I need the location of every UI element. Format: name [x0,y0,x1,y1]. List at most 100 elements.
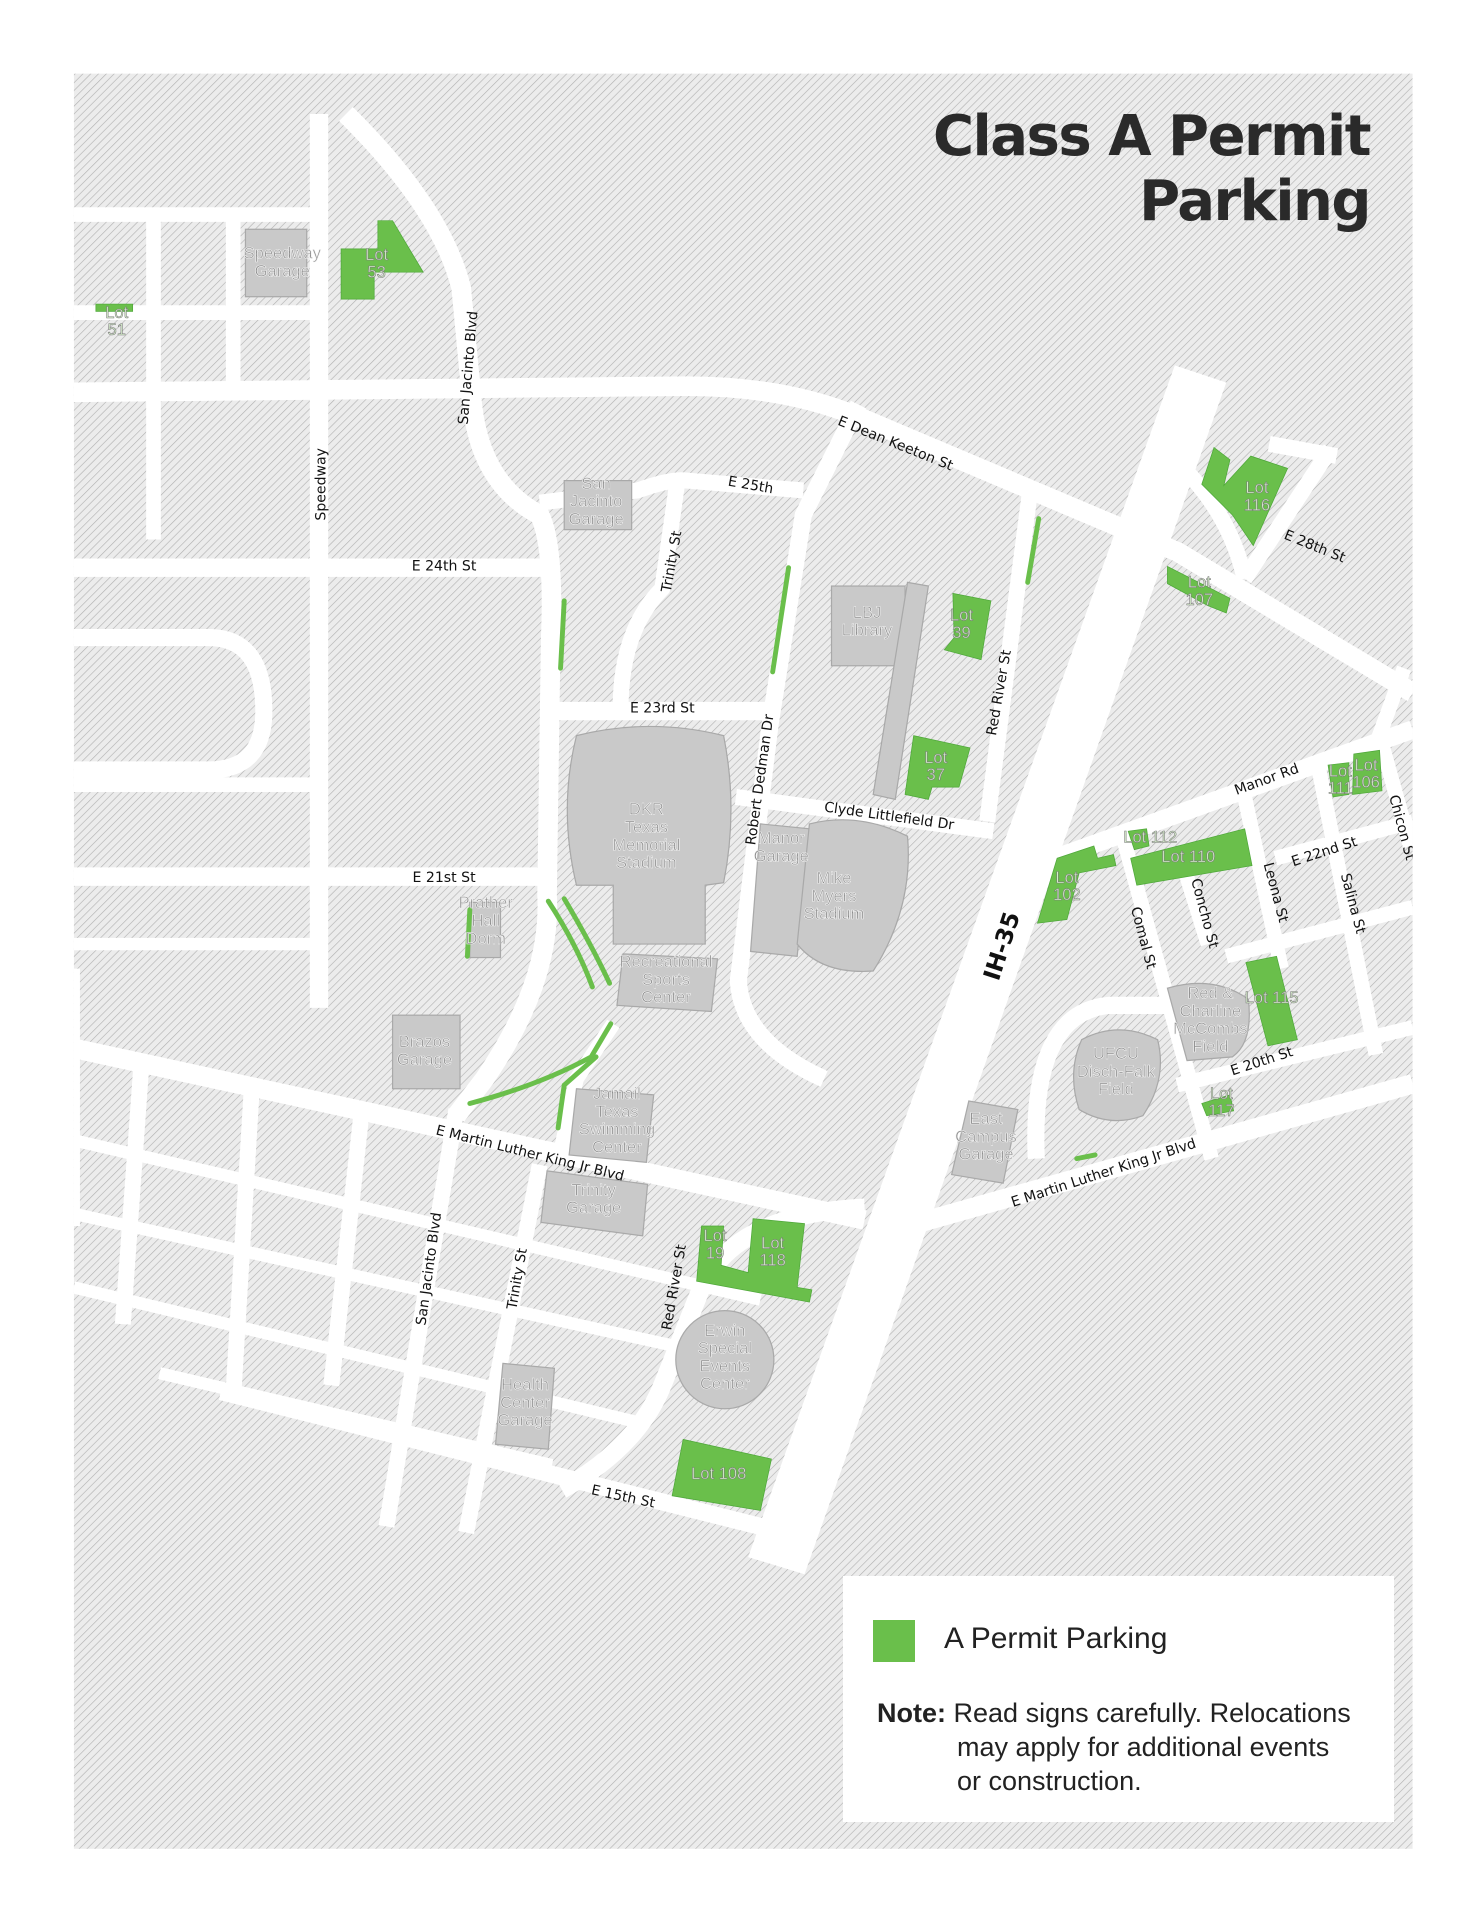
building-label-line: Garage [568,510,623,529]
building-label-line: Jacinto [570,492,622,511]
building-label-line: Disch-Falk [1077,1062,1156,1081]
permit-curb-parking [467,1021,614,1106]
building-label-line: Library [842,621,893,640]
building-shape [563,479,633,531]
building-label-line: Jamail [593,1085,641,1104]
lot-label-line: Lot [1055,868,1078,887]
legend-label: A Permit Parking [944,1622,1168,1655]
permit-lot-area [1167,565,1231,614]
road-segment [73,937,313,1227]
street-label: Speedway [313,448,329,521]
building-label-line: Center [500,1393,550,1412]
building-label-line: Field [1098,1080,1134,1099]
building-label-line: East [969,1109,1003,1128]
lot-label-line: 106 [1352,773,1380,792]
building-label-line: Garage [255,262,310,281]
permit-curb-parking [558,598,567,671]
building-label-line: Stadium [804,905,865,924]
lot-label: Lot 110 [1161,848,1215,867]
permit-lot-area [943,592,992,661]
building-label-line: Trinity [571,1181,616,1200]
building-label-line: Special [698,1339,752,1358]
permit-lot-area [1245,955,1298,1047]
lot-label-line: Lot 115 [1245,989,1299,1008]
note-text-1: Read signs carefully. Relocations [953,1698,1351,1728]
permit-curb-parking [770,565,792,675]
street-label: E 25th [727,474,775,498]
building-label-line: Garage [958,1145,1013,1164]
lot-label-line: 111 [1328,779,1353,798]
road-segment [1177,435,1339,584]
lot-label-line: 118 [759,1251,785,1270]
permit-curb-parking [545,898,595,990]
building-label-line: Hall [471,911,500,930]
building-label-line: Stadium [616,853,677,872]
building-label-line: Events [700,1357,751,1376]
permit-curb-parking [561,896,613,986]
permit-lot-area [1201,446,1289,547]
lot-label-line: Lot [1329,762,1352,781]
building-label-line: Garage [397,1050,452,1069]
legend-note: Note: Read signs carefully. Relocations … [877,1696,1387,1798]
road-segment [612,483,685,714]
building-label-line: Health [501,1375,549,1394]
building-label-line: Brazos [399,1032,451,1051]
road-segment [979,489,1039,823]
lot-label-line: 39 [952,623,970,642]
permit-street-parking [464,516,1098,1162]
building-label-line: Swimming [579,1120,655,1139]
building-shape [950,1100,1019,1184]
lot-label: Lot 115 [1245,989,1299,1008]
building-label-line: San [581,474,610,493]
lot-label-line: Lot 108 [691,1464,746,1483]
lot-label-line: Lot [761,1234,784,1253]
permit-lot-area [904,735,971,800]
building-shape [675,1310,775,1410]
legend: A Permit Parking Note: Read signs carefu… [843,1576,1394,1822]
building-label-line: DKR [629,800,664,819]
lot-label-line: Lot [1355,756,1378,775]
lot-label-line: Lot [1245,479,1268,498]
note-label: Note: [877,1698,946,1728]
permit-lot-area [1127,828,1150,851]
road-segment [339,107,562,1122]
road-segment [73,1038,867,1230]
building-label-line: Center [700,1375,750,1394]
permit-curb-parking [555,1054,599,1131]
road-segment [729,400,867,1087]
permit-lots [95,220,1383,1511]
building-shape [568,1088,655,1163]
lot-label-line: Lot 112 [1123,828,1177,847]
road-segment [1027,996,1165,1159]
lot-label: Lot 112 [1123,828,1177,847]
permit-lot-area [95,303,134,312]
permit-curb-parking [464,907,473,959]
building-label-line: Erwin [704,1321,745,1340]
lot-label-line: 19 [706,1244,724,1263]
lot-label-line: 102 [1053,886,1081,905]
building-label-line: Speedway [244,244,322,263]
lot-label-line: 51 [108,320,126,339]
lot-label-line: 37 [927,765,945,784]
building-shape [796,819,909,973]
building-label-line: UFCU [1093,1044,1139,1063]
building-shape [1072,1029,1162,1122]
lot-label-line: Lot [1210,1084,1233,1103]
lot-label: Lot 108 [691,1464,746,1483]
